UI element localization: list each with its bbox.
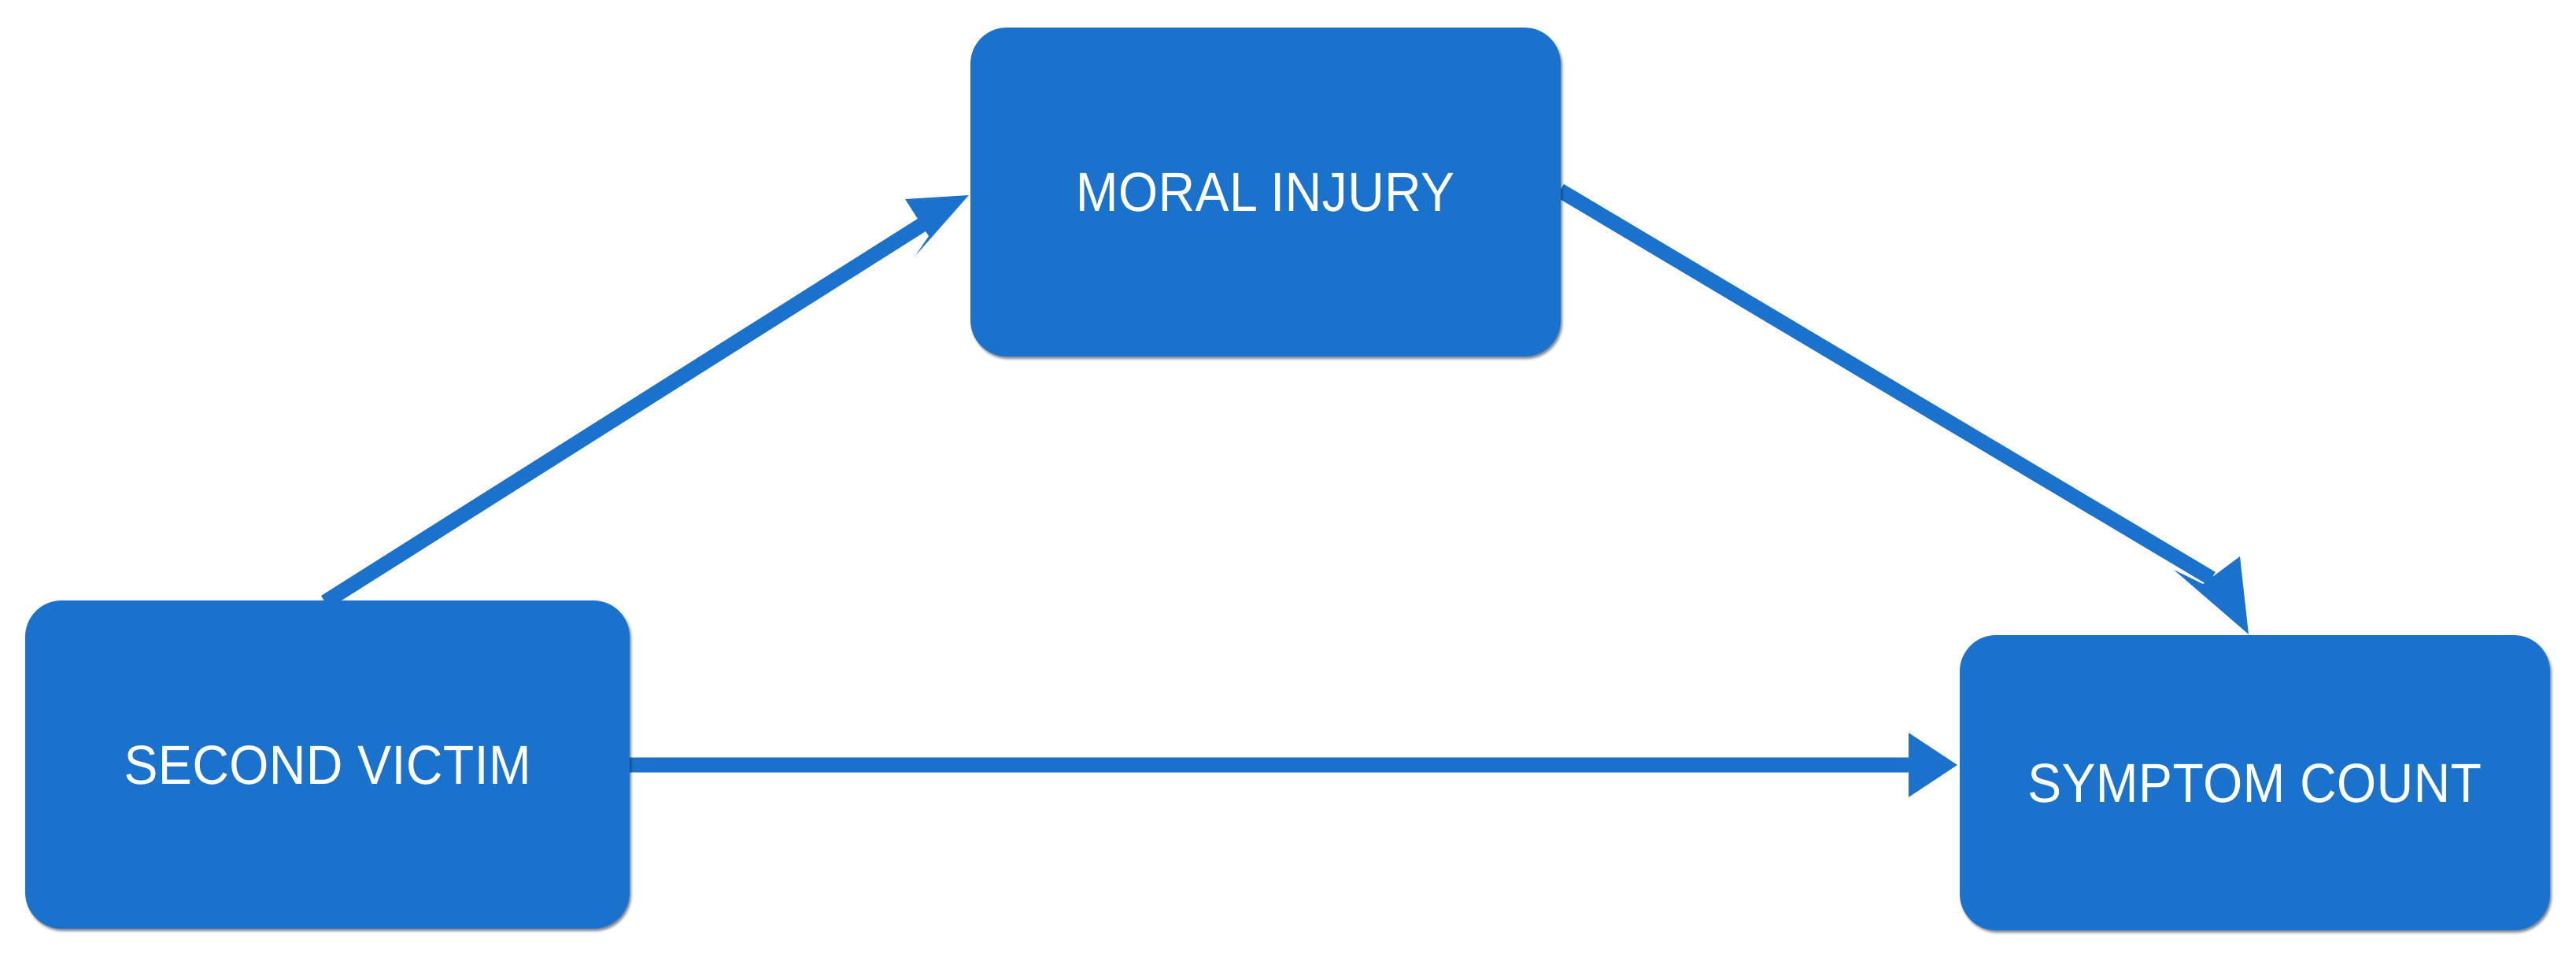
node-moral-injury-label: MORAL INJURY (1076, 161, 1455, 223)
node-symptom-count-label: SYMPTOM COUNT (2027, 752, 2482, 814)
node-second-victim-label: SECOND VICTIM (124, 733, 531, 796)
node-second-victim[interactable]: SECOND VICTIM (25, 600, 630, 929)
node-moral-injury[interactable]: MORAL INJURY (970, 28, 1561, 357)
arrow-second-victim-to-symptom-count (622, 733, 1957, 797)
arrow-second-victim-to-moral-injury (320, 195, 969, 609)
node-symptom-count[interactable]: SYMPTOM COUNT (1960, 635, 2550, 930)
arrow-moral-injury-to-symptom-count (1556, 183, 2249, 634)
